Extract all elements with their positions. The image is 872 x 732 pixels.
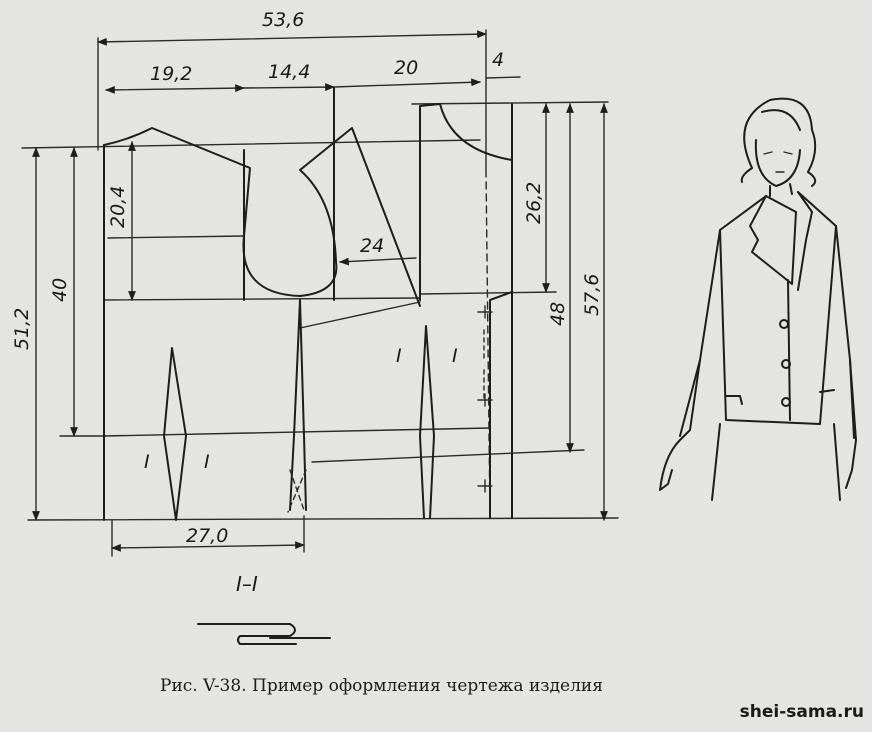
section-mark-front-right: I — [452, 345, 458, 367]
dim-back-armhole-depth: 20,4 — [107, 186, 129, 228]
dim-overlap: 4 — [492, 49, 504, 71]
dim-front-width: 20 — [394, 57, 418, 79]
vertical-dimensions — [32, 103, 608, 521]
construction-lines — [21, 101, 619, 521]
dim-hip-width-line — [111, 541, 305, 552]
dim-total-width: 53,6 — [262, 9, 304, 31]
dim-armhole-width: 14,4 — [268, 61, 310, 83]
section-mark-back-right: I — [204, 451, 210, 473]
dim-dart-line: 24 — [360, 235, 384, 257]
section-mark-front-left: I — [396, 345, 402, 367]
watermark-text: shei-sama.ru — [739, 702, 864, 722]
dim-total-width-line — [97, 30, 487, 46]
front-piece — [299, 103, 513, 519]
dim-full-length-front: 57,6 — [581, 274, 603, 316]
dim-back-width-line — [105, 84, 245, 94]
figure-caption: Рис. V-38. Пример оформления чертежа изд… — [160, 676, 603, 696]
dimension-labels: 53,6 19,2 14,4 20 4 24 27,0 51,2 40 20,4… — [11, 9, 603, 547]
dim-back-width: 19,2 — [150, 63, 192, 85]
horizontal-dimensions — [97, 29, 521, 557]
dim-front-width-line — [333, 78, 481, 88]
dim-waist-length-back: 40 — [49, 278, 71, 302]
section-mark-back-left: I — [144, 451, 150, 473]
dim-front-armhole-depth: 26,2 — [523, 182, 545, 224]
back-piece — [103, 87, 335, 521]
dim-waist-length-front: 48 — [547, 302, 569, 326]
button-marks — [477, 305, 493, 493]
section-label: I–I — [236, 572, 258, 596]
section-detail-icon — [197, 623, 331, 645]
dim-full-length-back: 51,2 — [11, 308, 33, 350]
jacket-figure-illustration — [659, 97, 857, 501]
dim-hip-width: 27,0 — [186, 525, 228, 547]
dim-armhole-width-line — [243, 83, 335, 92]
dim-overlap-line — [485, 76, 521, 79]
